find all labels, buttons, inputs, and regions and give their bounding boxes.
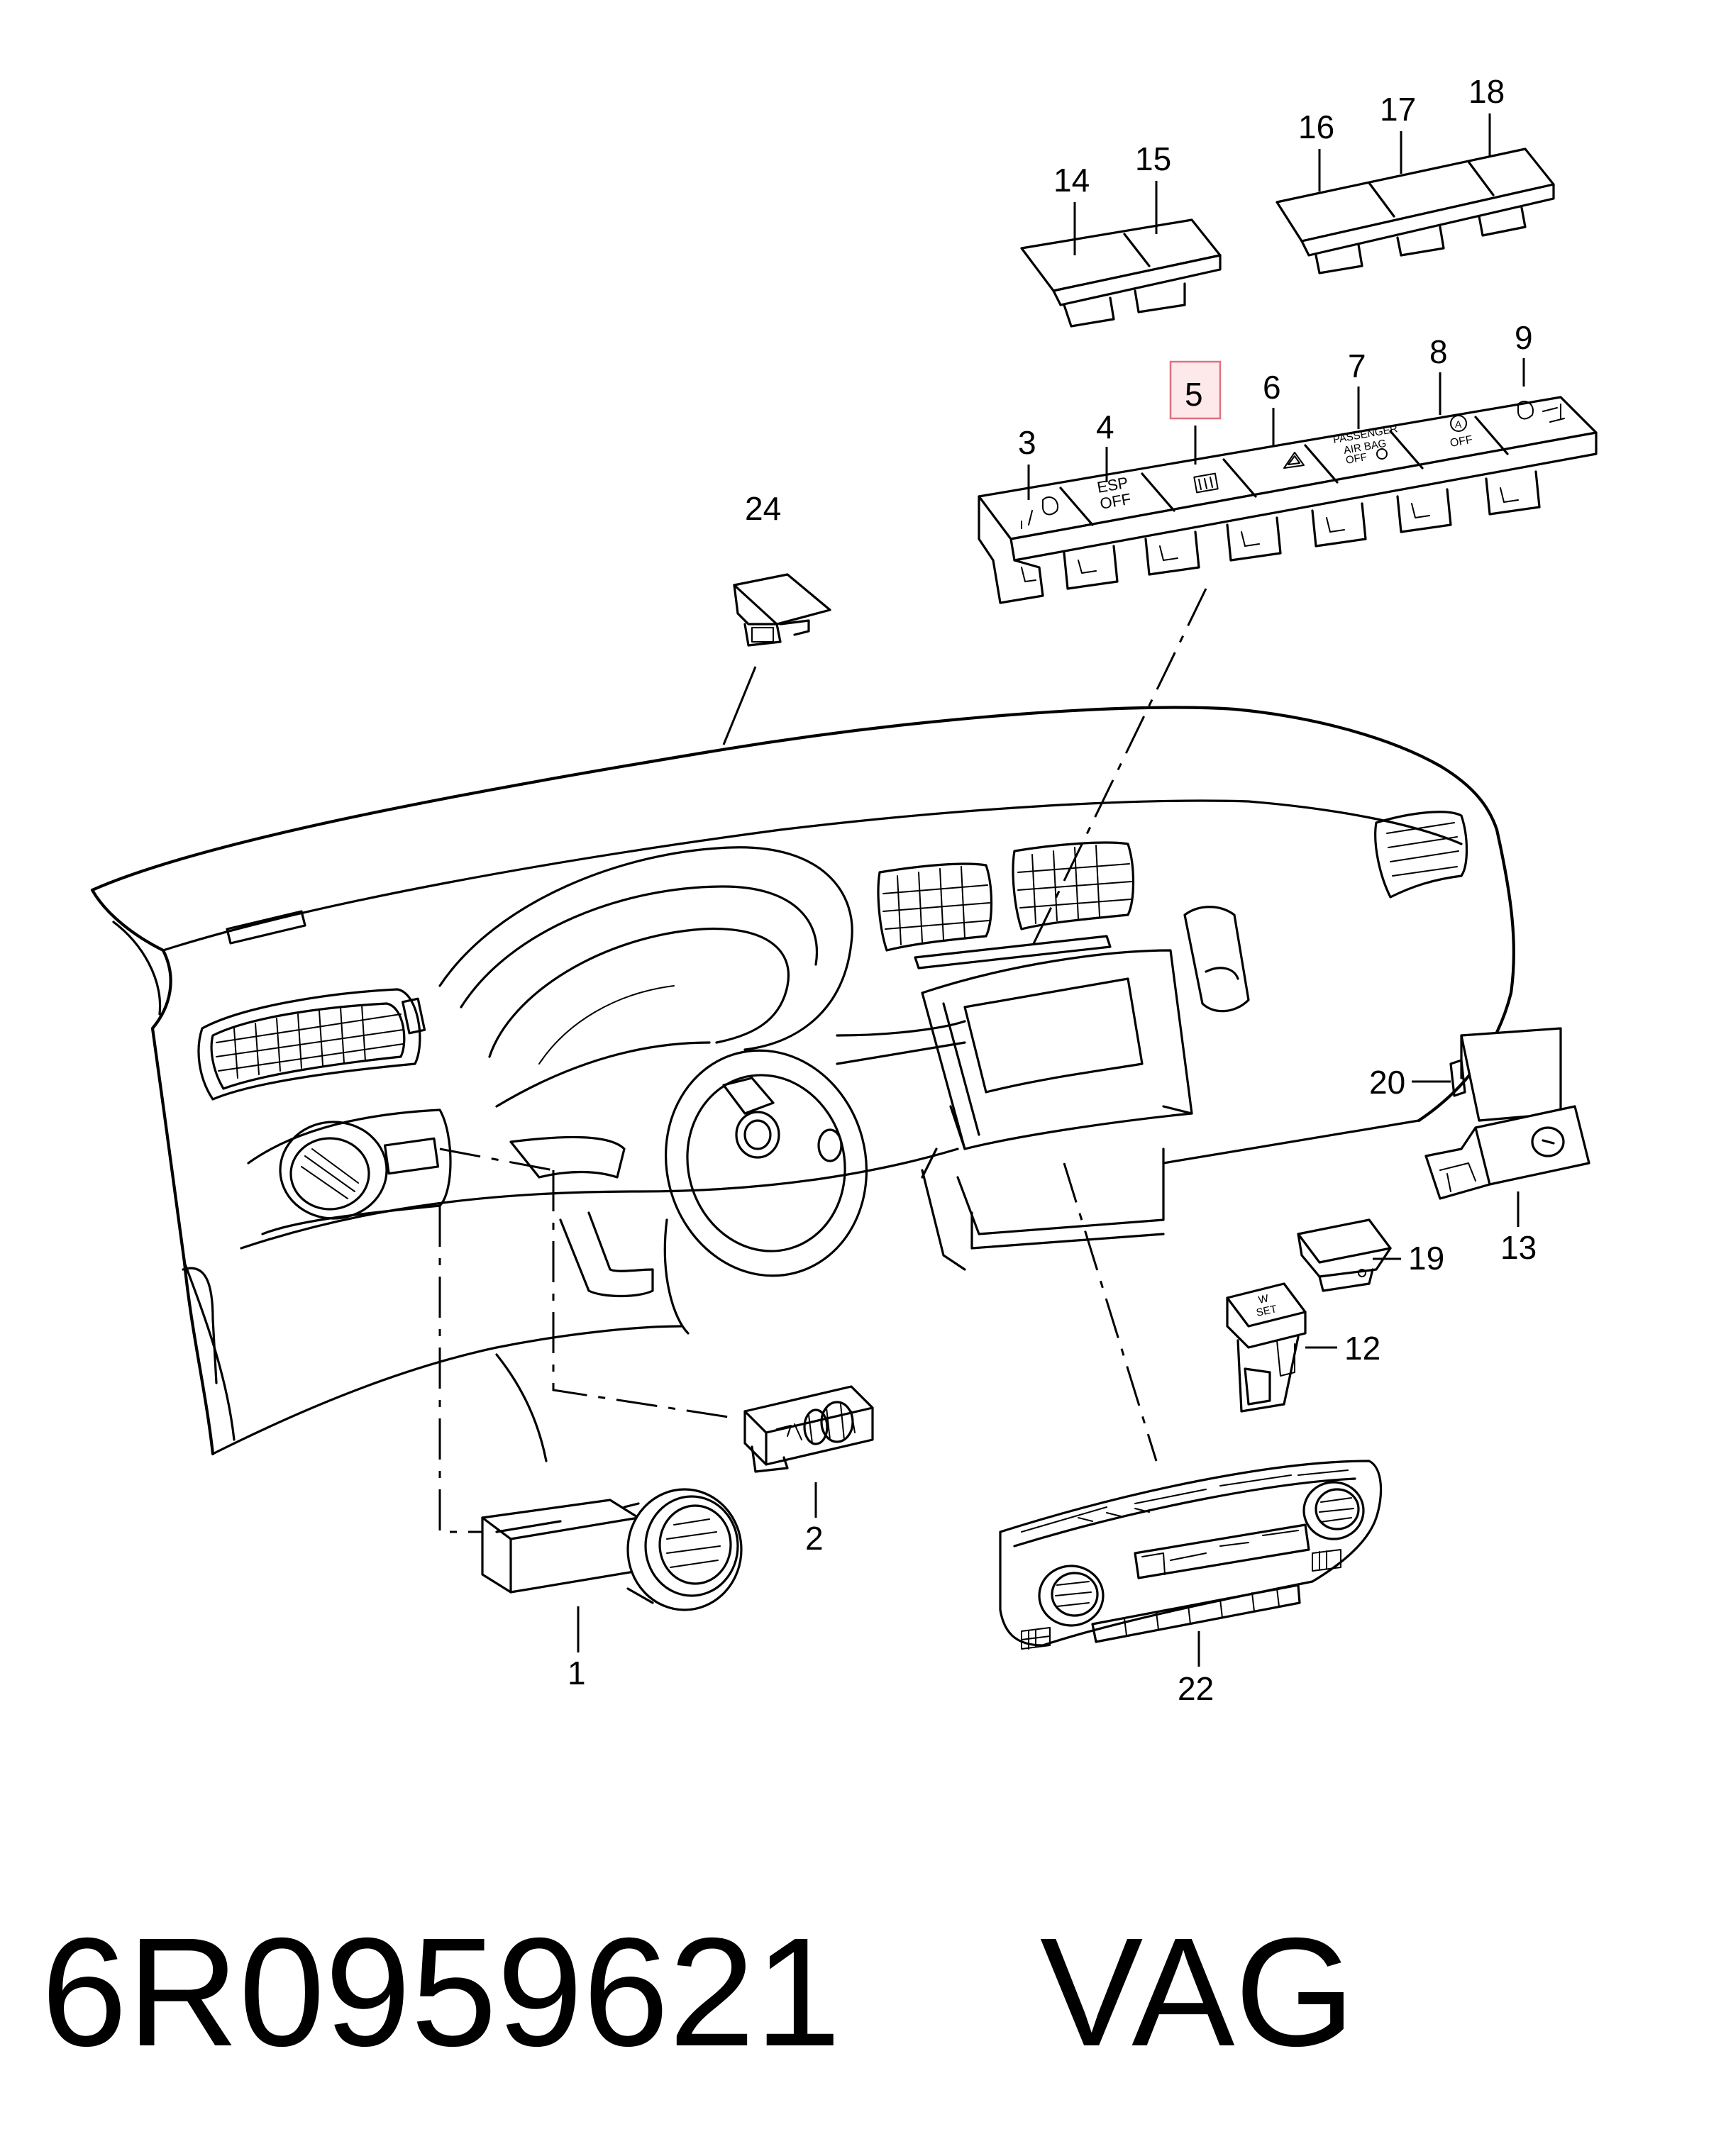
part-13-switch <box>1424 1105 1590 1200</box>
right-air-vent <box>1374 811 1468 899</box>
callout-6[interactable]: 6 <box>1263 369 1281 406</box>
part-number: 6R0959621 <box>41 1906 841 2079</box>
auto-off-label: OFF <box>1449 434 1474 450</box>
center-air-vents <box>877 841 1135 952</box>
callout-19[interactable]: 19 <box>1408 1240 1444 1277</box>
footer: 6R0959621 VAG <box>41 1908 1355 2078</box>
callout-18[interactable]: 18 <box>1468 73 1505 110</box>
callout-12[interactable]: 12 <box>1344 1330 1380 1367</box>
part-2-switch-panel <box>743 1385 874 1473</box>
dashboard <box>90 706 1516 1462</box>
w-set-label-1: W <box>1257 1292 1270 1306</box>
callout-1[interactable]: 1 <box>568 1655 586 1691</box>
callout-22[interactable]: 22 <box>1178 1670 1214 1707</box>
callout-15[interactable]: 15 <box>1135 140 1171 177</box>
w-set-label-2: SET <box>1255 1303 1278 1319</box>
callout-9[interactable]: 9 <box>1515 319 1533 356</box>
callout-2[interactable]: 2 <box>805 1520 824 1557</box>
left-air-vent <box>197 988 426 1101</box>
part-24-clip <box>733 573 831 647</box>
brand: VAG <box>1039 1906 1356 2079</box>
callout-13[interactable]: 13 <box>1500 1229 1537 1266</box>
hazard-icon <box>1283 452 1305 469</box>
callout-14[interactable]: 14 <box>1053 162 1090 199</box>
callout-24[interactable]: 24 <box>745 490 781 527</box>
blank-caps-16-17-18 <box>1275 148 1555 274</box>
callout-17[interactable]: 17 <box>1380 91 1416 128</box>
callout-20[interactable]: 20 <box>1369 1064 1405 1101</box>
part-19-cap <box>1297 1218 1392 1292</box>
callout-7[interactable]: 7 <box>1348 348 1366 384</box>
part-12-w-set: W SET <box>1226 1282 1307 1413</box>
callout-leaders <box>577 113 1525 1667</box>
callout-8[interactable]: 8 <box>1429 333 1448 370</box>
button-strip: ESP OFF PASSENGER AIR BAG OFF A OFF <box>978 396 1598 604</box>
callout-16[interactable]: 16 <box>1298 109 1334 145</box>
callout-3[interactable]: 3 <box>1018 424 1036 461</box>
part-22-climate-control <box>999 1460 1383 1650</box>
callout-5[interactable]: 5 <box>1185 376 1203 413</box>
blank-caps-14-15 <box>1020 218 1222 328</box>
steering-wheel <box>663 1020 966 1335</box>
part-20-switch <box>1449 1027 1562 1122</box>
light-switch-area <box>247 1108 452 1235</box>
part-1-light-switch <box>481 1488 743 1611</box>
auto-off-a-label: A <box>1455 418 1462 430</box>
callout-numbers: 3 4 5 6 7 8 9 14 15 16 17 18 24 20 13 19… <box>568 73 1537 1707</box>
rear-defrost-icon <box>1193 472 1219 494</box>
callout-5-highlight <box>1169 360 1222 420</box>
callout-4[interactable]: 4 <box>1096 409 1114 445</box>
airbag-label-3: OFF <box>1345 451 1368 467</box>
leader-lines <box>438 588 1207 1533</box>
